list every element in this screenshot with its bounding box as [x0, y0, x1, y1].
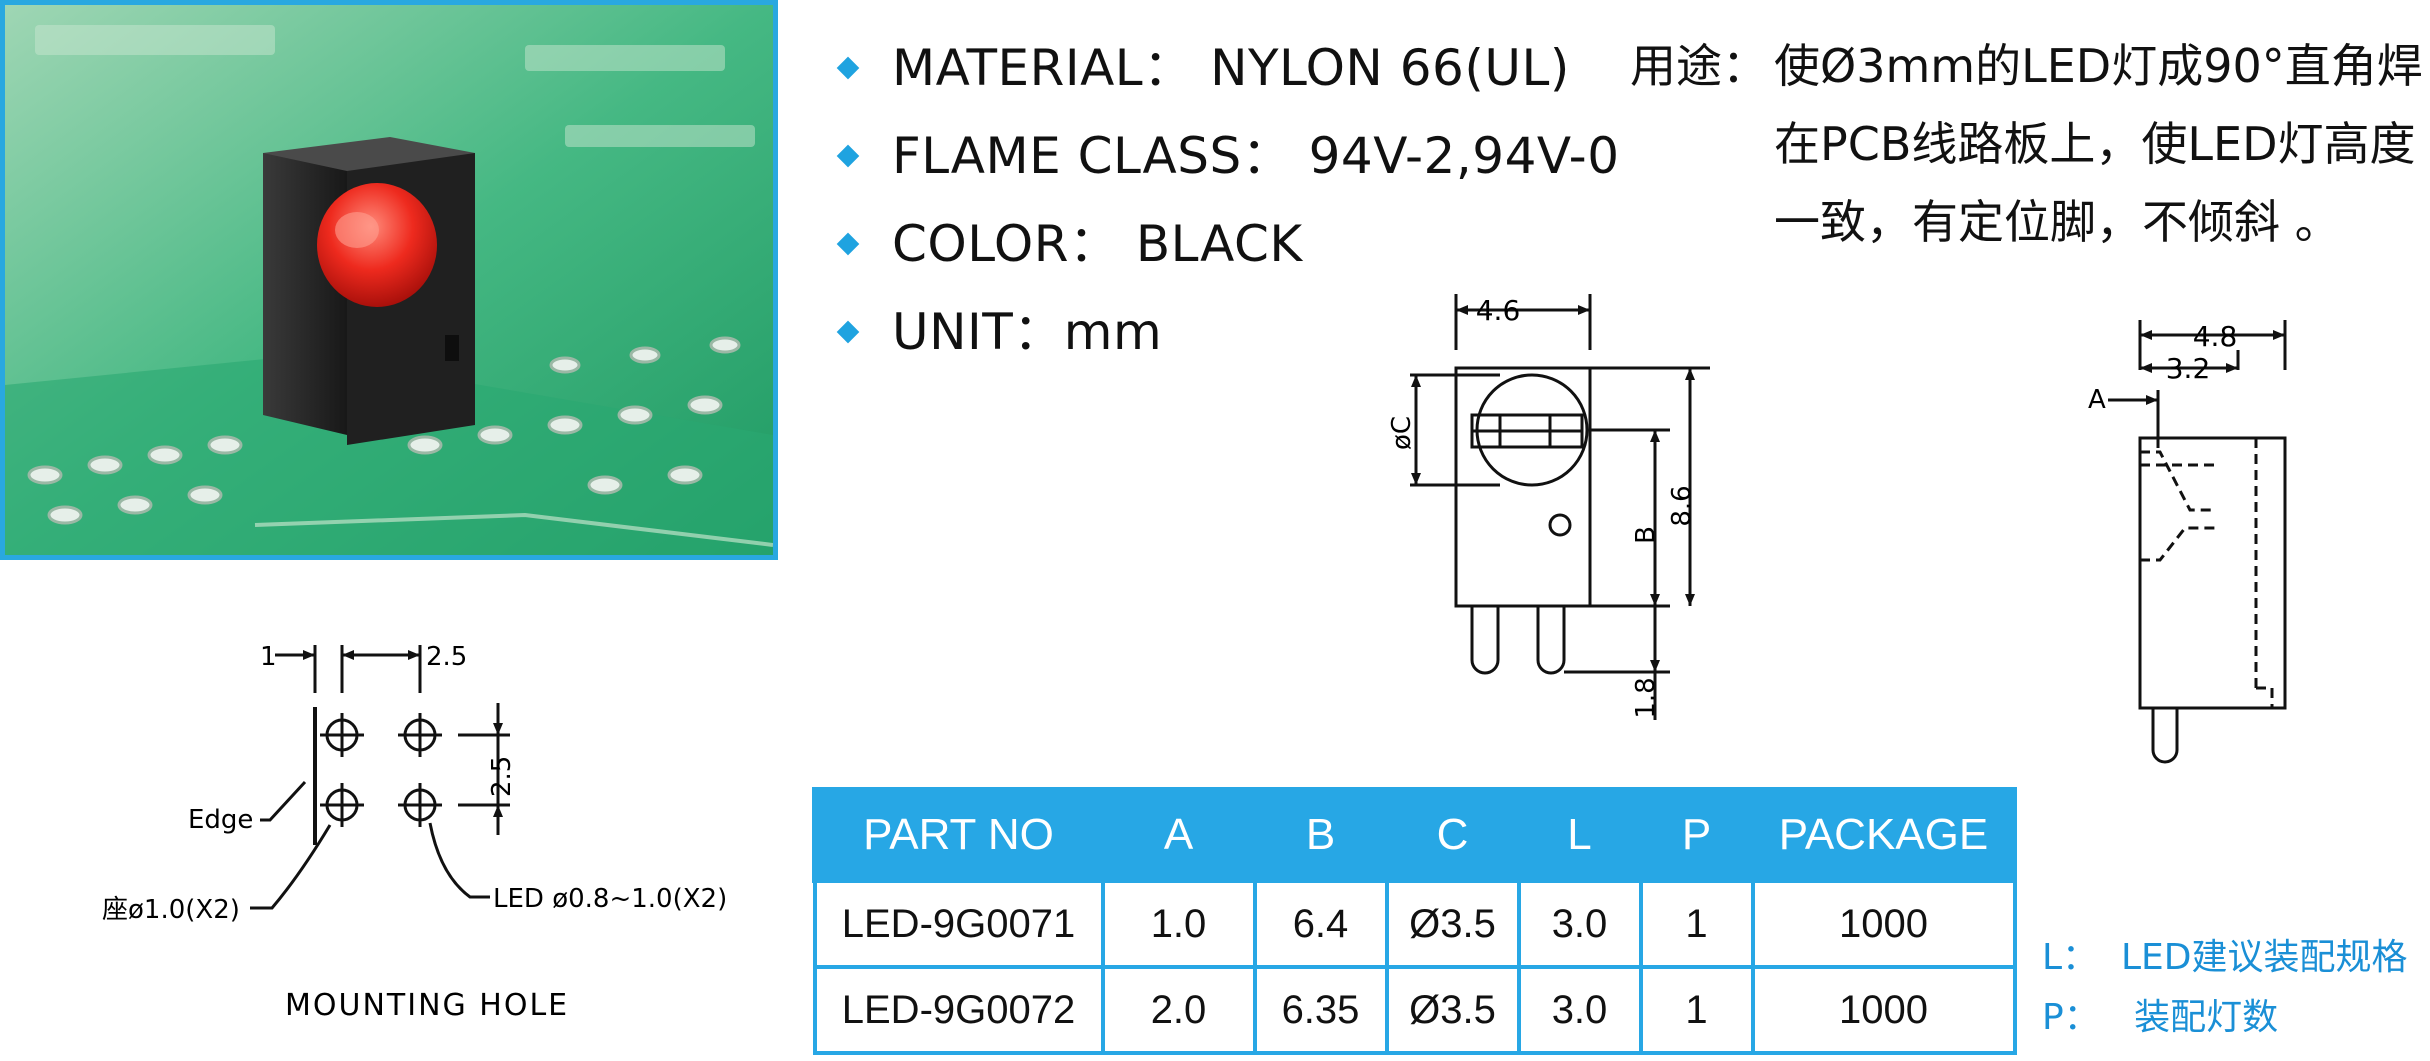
- mount-led-label: LED ø0.8~1.0(X2): [493, 884, 727, 914]
- product-photo: [0, 0, 778, 560]
- spec-label: MATERIAL: [892, 39, 1144, 97]
- led-holder-image: [5, 5, 773, 555]
- usage-line-2: 在PCB线路板上，使LED灯高度: [1774, 117, 2416, 171]
- mount-dim-side: 2.5: [487, 756, 517, 797]
- spec-separator: ：: [1068, 215, 1120, 273]
- cell-p: 1: [1638, 878, 1755, 969]
- spec-separator: ：: [1013, 303, 1064, 361]
- usage-label: 用途：: [1630, 39, 1768, 93]
- usage-line-3: 一致，有定位脚，不倾斜 。: [1774, 195, 2341, 249]
- cell-b: 6.4: [1252, 878, 1389, 969]
- legend-text: 装配灯数: [2134, 997, 2279, 1038]
- bullet-diamond-icon: [836, 232, 860, 255]
- spec-label: FLAME CLASS: [892, 127, 1242, 185]
- mounting-hole-drawing: 1 2.5 2.5 Edge 座ø1.0(X2) LED ø0.8~1.0(X2…: [102, 642, 727, 1023]
- cell-c: Ø3.5: [1384, 965, 1521, 1055]
- header-package: PACKAGE: [1750, 787, 2017, 883]
- spec-flame-class: FLAME CLASS： 94V-2,94V-0: [836, 116, 1620, 188]
- cell-c: Ø3.5: [1384, 878, 1521, 969]
- header-part-no: PART NO: [812, 787, 1105, 883]
- table-row: LED-9G0072 2.0 6.35 Ø3.5 3.0 1 1000: [812, 965, 2017, 1055]
- mount-seat-label: 座ø1.0(X2): [102, 895, 240, 925]
- mount-dim-top: 2.5: [426, 642, 467, 672]
- front-view-drawing: 4.6 øC B 8.6 1.8: [1387, 294, 1710, 720]
- spec-color: COLOR： BLACK: [836, 204, 1303, 276]
- legend-p: P： 装配灯数: [2042, 988, 2278, 1040]
- cell-part-no: LED-9G0071: [812, 878, 1105, 969]
- header-p: P: [1638, 787, 1755, 883]
- spec-value: BLACK: [1135, 215, 1303, 273]
- cell-package: 1000: [1750, 965, 2017, 1055]
- header-a: A: [1100, 787, 1257, 883]
- parts-table: PART NO A B C L P PACKAGE LED-9G0071 1.0…: [812, 787, 2017, 1055]
- spec-separator: ：: [1241, 127, 1293, 185]
- front-dim-diameter: øC: [1387, 416, 1417, 450]
- spec-label: COLOR: [892, 215, 1069, 273]
- front-dim-pin: 1.8: [1631, 677, 1661, 718]
- legend-key: L：: [2042, 937, 2099, 978]
- front-dim-width: 4.6: [1476, 294, 1521, 327]
- cell-b: 6.35: [1252, 965, 1389, 1055]
- cell-l: 3.0: [1516, 878, 1643, 969]
- legend-l: L： LED建议装配规格: [2042, 928, 2407, 980]
- spec-separator: ：: [1143, 39, 1194, 97]
- header-c: C: [1384, 787, 1521, 883]
- legend-text: LED建议装配规格: [2120, 937, 2408, 978]
- cell-package: 1000: [1750, 878, 2017, 969]
- bullet-diamond-icon: [836, 144, 860, 167]
- mount-title: MOUNTING HOLE: [285, 988, 569, 1023]
- spec-unit: UNIT：mm: [836, 292, 1163, 364]
- mount-dim-1: 1: [260, 642, 277, 672]
- table-row: LED-9G0071 1.0 6.4 Ø3.5 3.0 1 1000: [812, 878, 2017, 969]
- cell-a: 1.0: [1100, 878, 1257, 969]
- header-l: L: [1516, 787, 1643, 883]
- usage-line-1: 使Ø3mm的LED灯成90°直角焊: [1774, 39, 2423, 93]
- side-view-drawing: 4.8 3.2 A: [2088, 320, 2287, 764]
- side-dim-a: A: [2088, 385, 2106, 415]
- side-dim-offset: 3.2: [2166, 352, 2211, 385]
- cell-a: 2.0: [1100, 965, 1257, 1055]
- spec-material: MATERIAL： NYLON 66(UL): [836, 28, 1570, 100]
- cell-p: 1: [1638, 965, 1755, 1055]
- spec-label: UNIT: [892, 303, 1014, 361]
- spec-value: NYLON 66(UL): [1210, 39, 1570, 97]
- front-dim-height: 8.6: [1667, 485, 1697, 526]
- mount-edge-label: Edge: [188, 805, 253, 835]
- front-dim-b: B: [1631, 526, 1661, 544]
- cell-part-no: LED-9G0072: [812, 965, 1105, 1055]
- header-b: B: [1252, 787, 1389, 883]
- spec-value: mm: [1063, 303, 1163, 361]
- legend-key: P：: [2042, 997, 2100, 1038]
- spec-value: 94V-2,94V-0: [1308, 127, 1620, 185]
- side-dim-width: 4.8: [2193, 320, 2238, 353]
- bullet-diamond-icon: [836, 56, 860, 79]
- table-header-row: PART NO A B C L P PACKAGE: [812, 787, 2017, 883]
- bullet-diamond-icon: [836, 320, 860, 343]
- cell-l: 3.0: [1516, 965, 1643, 1055]
